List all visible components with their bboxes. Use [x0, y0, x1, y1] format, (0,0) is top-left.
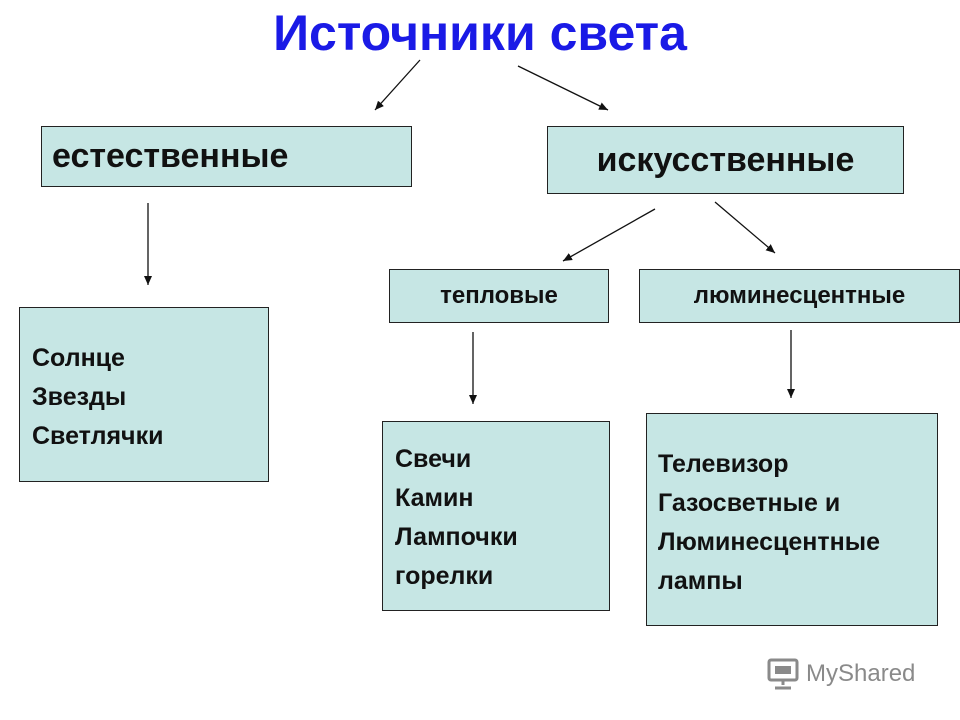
luminescent-subcategory-label: люминесцентные: [693, 282, 906, 309]
list-item: Солнце: [32, 344, 125, 372]
thermal-subcategory-label: тепловые: [440, 282, 558, 309]
arrow-artificial-to-thermal: [562, 208, 656, 262]
list-item: Телевизор: [658, 450, 789, 478]
luminescent-subcategory-box: люминесцентные: [639, 269, 960, 323]
list-item: Лампочки: [395, 523, 518, 551]
projector-icon: [766, 658, 800, 690]
natural-category-label: естественные: [52, 137, 289, 175]
artificial-category-box: искусственные: [547, 126, 904, 194]
list-item: Камин: [395, 484, 474, 512]
list-item: Газосветные и: [658, 489, 841, 517]
arrow-title-to-artificial: [517, 65, 609, 111]
arrow-title-to-natural: [374, 59, 421, 111]
list-item: горелки: [395, 562, 494, 590]
arrow-artificial-to-luminescent: [714, 201, 776, 254]
list-item: Светлячки: [32, 422, 164, 450]
natural-sources-list: Солнце Звезды Светлячки: [19, 307, 269, 482]
list-item: Звезды: [32, 383, 127, 411]
list-item: Люминесцентные: [658, 528, 880, 556]
thermal-sources-list: Свечи Камин Лампочки горелки: [382, 421, 610, 611]
artificial-category-label: искусственные: [596, 140, 855, 179]
luminescent-sources-list: Телевизор Газосветные и Люминесцентные л…: [646, 413, 938, 626]
natural-category-box: естественные: [41, 126, 412, 187]
list-item: Свечи: [395, 445, 472, 473]
watermark-text: MyShared: [806, 660, 916, 687]
myshared-watermark: MyShared: [766, 658, 915, 690]
list-item: лампы: [658, 567, 743, 595]
diagram-title: Источники света: [273, 5, 687, 61]
thermal-subcategory-box: тепловые: [389, 269, 609, 323]
